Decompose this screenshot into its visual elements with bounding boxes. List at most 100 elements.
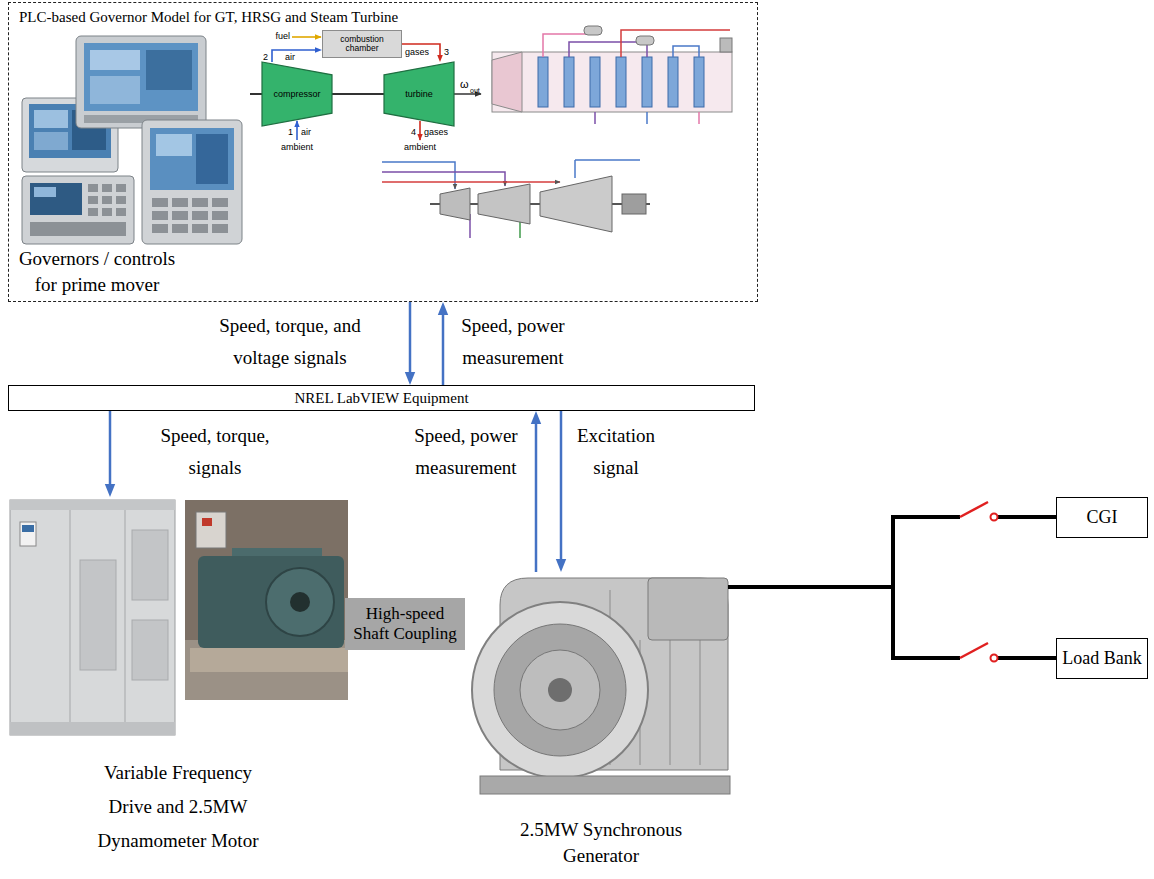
vfd-cabinet	[10, 722, 175, 735]
hrsg-schematic	[621, 30, 730, 57]
synchronous-generator	[648, 578, 728, 640]
hmi-panels	[152, 224, 168, 233]
station-number: 1	[283, 127, 293, 138]
breaker-switch	[960, 643, 988, 658]
dynamometer-motor	[266, 568, 334, 636]
steam-turbine-schematic	[622, 194, 646, 214]
hmi-panels	[172, 224, 188, 233]
vfd-cabinet	[125, 510, 126, 735]
group-heading: PLC-based Governor Model for GT, HRSG an…	[19, 8, 747, 26]
hmi-panels	[34, 132, 68, 150]
breaker-switch	[960, 650, 994, 666]
hrsg-schematic	[538, 57, 704, 107]
hmi-panels	[102, 208, 112, 216]
compressor-shape: compressor	[262, 62, 332, 126]
hmi-panels	[88, 208, 98, 216]
vfd-cabinet	[132, 620, 168, 680]
turbine-shape: turbine	[384, 62, 454, 126]
hrsg-schematic	[594, 112, 596, 124]
connector-label: Excitation signal	[570, 420, 662, 484]
vfd-cabinet	[80, 560, 116, 670]
hrsg-schematic	[673, 46, 699, 57]
station-number: 3	[444, 47, 454, 58]
hmi-panels	[90, 76, 140, 104]
station-number: 2	[258, 52, 268, 63]
synchronous-generator	[520, 650, 600, 730]
vfd-cabinet	[10, 500, 175, 510]
vfd-cabinet	[22, 525, 34, 532]
steam-turbine-schematic	[478, 184, 530, 224]
hmi-panels	[212, 224, 228, 233]
connector-label: Speed, power measurement	[403, 420, 529, 484]
flow-label: ambient	[395, 142, 445, 153]
hrsg-schematic	[584, 26, 602, 35]
signal-arrow	[442, 309, 445, 386]
vfd-motor-group: Variable Frequency Drive and 2.5MW Dynam…	[8, 497, 348, 867]
steam-turbine-schematic	[540, 176, 612, 232]
vfd-cabinet	[10, 500, 175, 735]
hrsg-schematic	[698, 112, 700, 124]
hmi-panels	[172, 211, 188, 220]
hrsg-schematic	[668, 57, 678, 107]
box-label: combustion chamber	[326, 35, 398, 54]
hmi-panels	[90, 50, 140, 70]
dynamometer-motor	[190, 648, 348, 672]
box-label: turbine	[405, 89, 433, 100]
box-label: CGI	[1087, 507, 1118, 528]
hmi-panels	[196, 134, 228, 184]
hmi-panels	[116, 184, 126, 192]
hrsg-schematic	[720, 38, 732, 52]
hrsg-schematic	[564, 57, 574, 107]
dynamometer-motor	[196, 512, 226, 548]
signal-arrow	[409, 302, 412, 379]
hmi-panels	[76, 36, 206, 128]
hrsg-schematic	[543, 34, 598, 57]
breaker-switch	[960, 502, 988, 517]
vfd-cabinet	[132, 530, 168, 600]
hmi-panels	[116, 208, 126, 216]
gas-turbine-schematic	[332, 93, 384, 95]
gas-turbine-schematic	[419, 121, 421, 140]
hmi-panels	[34, 187, 56, 197]
labview-box: NREL LabVIEW Equipment	[8, 385, 755, 411]
synchronous-generator	[669, 640, 671, 765]
breaker-switch	[960, 502, 998, 525]
dynamometer-motor	[290, 592, 310, 612]
steam-turbine-schematic	[440, 188, 470, 220]
load-bank-box: Load Bank	[1056, 638, 1148, 679]
breaker-switch	[991, 655, 998, 662]
hrsg-schematic	[642, 57, 652, 107]
power-bus-line	[740, 517, 1056, 587]
box-label: Load Bank	[1062, 648, 1141, 669]
hmi-panels	[152, 198, 228, 233]
synchronous-generator	[699, 640, 701, 765]
hmi-panels	[156, 134, 192, 156]
hmi-panels	[22, 176, 134, 244]
dynamometer-motor	[202, 518, 212, 526]
connector-label: air	[285, 52, 311, 63]
hmi-panels	[30, 183, 82, 215]
combustion-chamber-box: combustion chamber	[322, 30, 402, 58]
power-bus-line	[740, 587, 1056, 658]
connector-label: Speed, torque, and voltage signals	[190, 310, 390, 374]
component-label: Governors / controls for prime mover	[12, 246, 182, 298]
box-label: NREL LabVIEW Equipment	[294, 389, 468, 407]
steam-turbine-schematic	[382, 160, 640, 238]
hmi-panels	[84, 43, 198, 111]
steam-turbine-schematic	[382, 181, 560, 183]
caption: Variable Frequency Drive and 2.5MW Dynam…	[88, 756, 268, 858]
turbine-shape-outline	[384, 62, 454, 126]
synchronous-generator	[548, 678, 572, 702]
hrsg-schematic	[543, 30, 730, 124]
hmi-panels	[34, 110, 68, 128]
dynamometer-motor	[198, 556, 344, 648]
hrsg-schematic	[538, 57, 548, 107]
hmi-panels	[152, 211, 168, 220]
dynamometer-motor	[185, 500, 348, 700]
shaft-coupling-box: High-speed Shaft Coupling	[345, 598, 465, 650]
hmi-panels	[30, 222, 126, 236]
hmi-panels	[30, 184, 126, 236]
hmi-panels	[102, 196, 112, 204]
